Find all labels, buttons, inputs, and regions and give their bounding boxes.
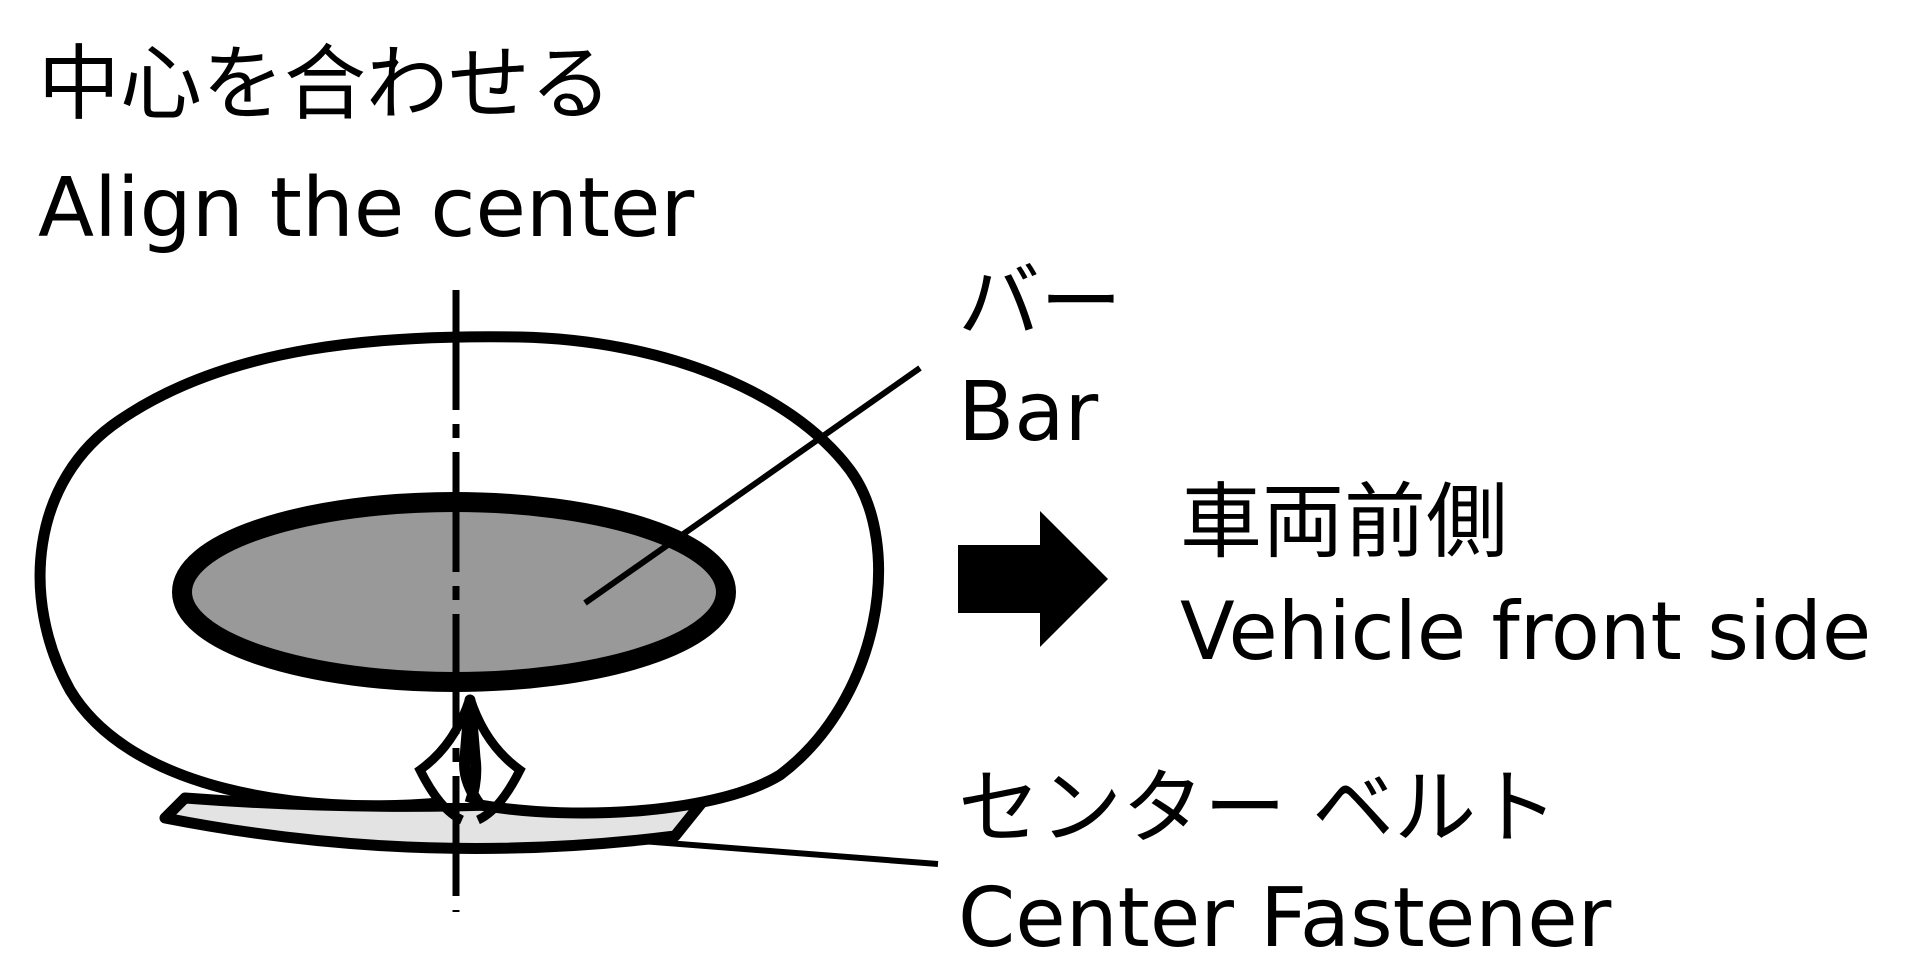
bar-label-en: Bar [958,365,1099,460]
center-fastener-label-en: Center Fastener [958,871,1612,966]
bar-leader-line [583,365,922,606]
bar-label-jp: バー [958,255,1123,350]
cushion-notch [414,696,526,825]
vehicle-front-label-jp: 車両前側 [1180,475,1509,570]
align-center-label-en: Align the center [38,161,695,256]
align-center-label-jp: 中心を合わせる [38,37,613,132]
right-arrow-icon [958,511,1108,647]
vehicle-front-label-en: Vehicle front side [1180,585,1872,678]
fastener-leader-line [627,837,939,867]
center-fastener-label-jp: センター ベルト [958,761,1559,856]
